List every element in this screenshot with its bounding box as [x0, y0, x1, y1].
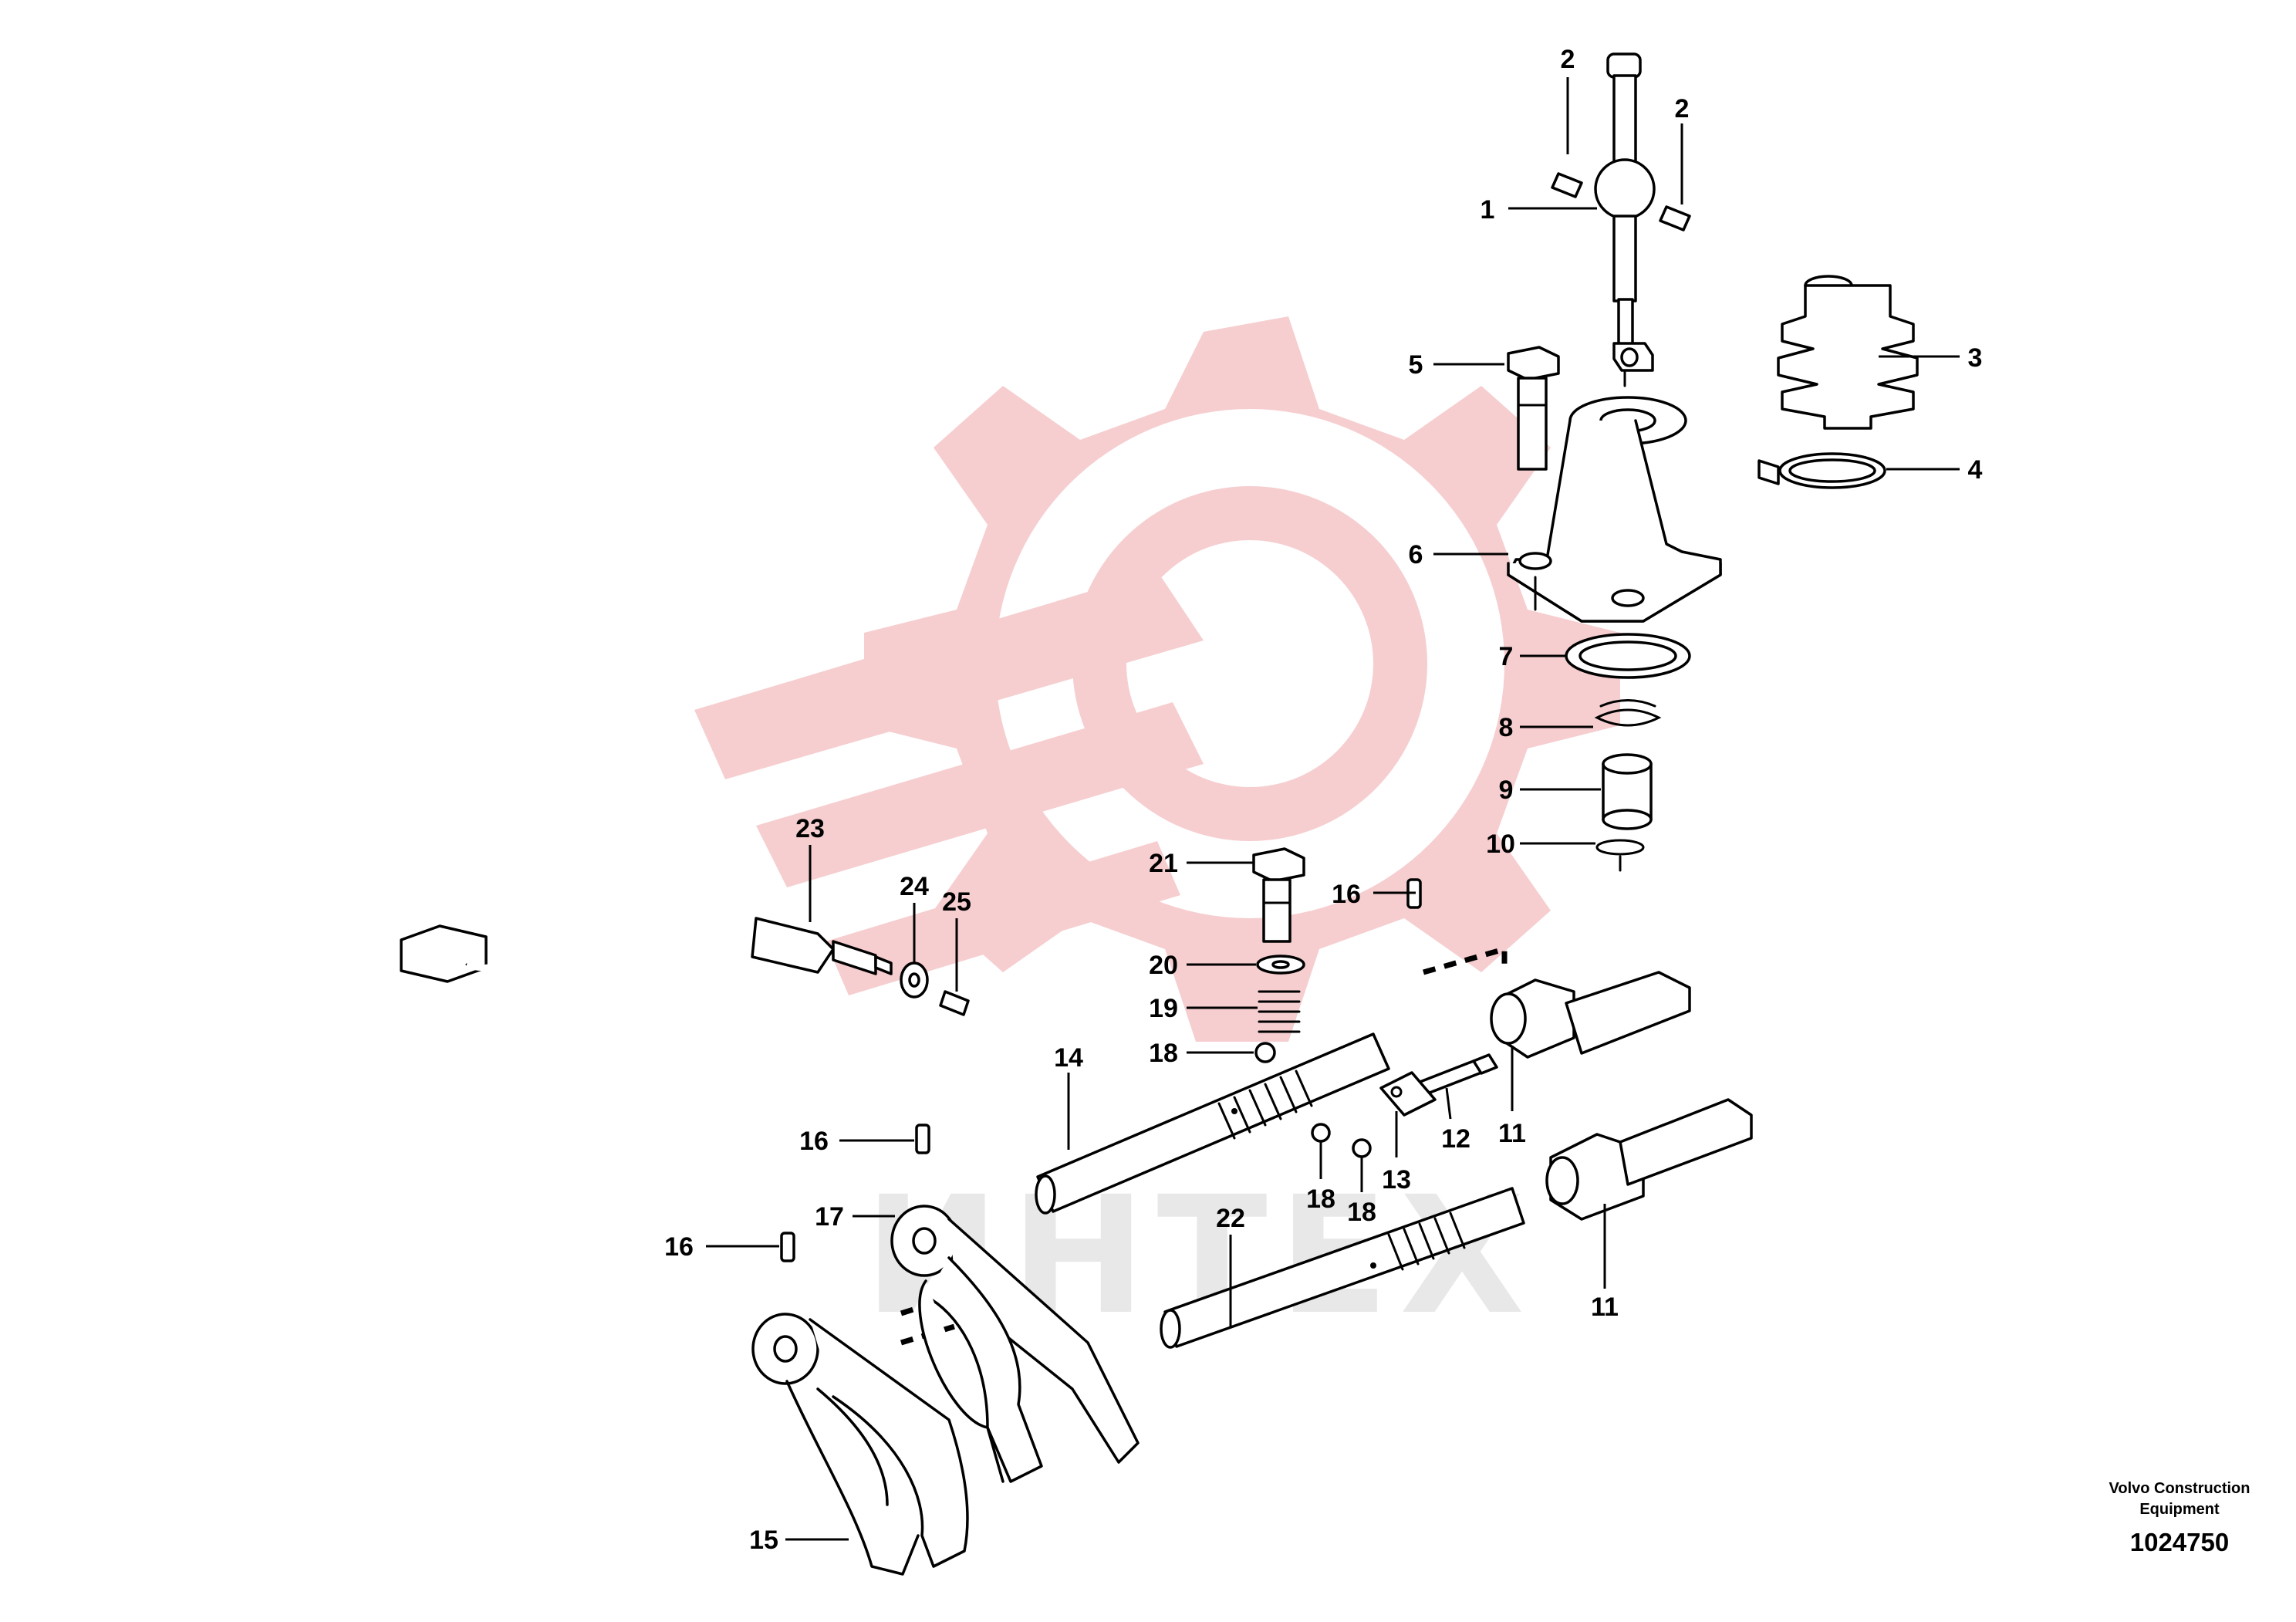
shift-fork-front — [751, 1313, 969, 1576]
callout-5: 5 — [1409, 350, 1423, 380]
hose-clamp — [1757, 452, 1886, 489]
gear-lever — [1594, 52, 1656, 387]
callout-23: 23 — [795, 814, 825, 843]
leader-line — [1445, 1087, 1452, 1120]
callout-2: 2 — [1675, 94, 1690, 123]
circlip — [1595, 839, 1645, 872]
callout-24: 24 — [900, 872, 929, 901]
pin — [939, 990, 970, 1016]
o-ring — [1565, 633, 1691, 679]
rubber-boot — [1777, 275, 1919, 430]
callout-7: 7 — [1499, 642, 1514, 671]
spring — [1258, 990, 1301, 1033]
ball — [1352, 1138, 1372, 1158]
callout-19: 19 — [1149, 994, 1178, 1023]
shift-dog — [1490, 971, 1691, 1059]
callout-10: 10 — [1486, 830, 1515, 859]
pin — [915, 1124, 930, 1154]
ball — [1254, 1042, 1276, 1063]
sealing-washer — [900, 961, 929, 999]
shift-dog — [1545, 1098, 1753, 1221]
spring — [1594, 699, 1662, 727]
brand-line-1: Volvo Construction — [2109, 1480, 2250, 1497]
pin — [1551, 172, 1691, 231]
callout-18: 18 — [1306, 1184, 1335, 1214]
callout-11: 11 — [1498, 1119, 1526, 1148]
callout-16: 16 — [1332, 880, 1361, 909]
brand-line-2: Equipment — [2139, 1501, 2220, 1518]
callout-2: 2 — [1561, 45, 1575, 74]
callout-1: 1 — [1481, 195, 1495, 225]
washer — [1256, 955, 1305, 975]
callout-22: 22 — [1216, 1204, 1245, 1233]
shift-fork-rear — [890, 1205, 1140, 1483]
bolt — [1507, 346, 1560, 471]
lever-housing — [1507, 396, 1722, 623]
callout-3: 3 — [1968, 343, 1983, 373]
shift-rod-upper — [1035, 1032, 1390, 1215]
sleeve — [1602, 753, 1653, 830]
callout-13: 13 — [1382, 1165, 1411, 1195]
drawing-number: 1024750 — [2130, 1528, 2229, 1556]
callout-6: 6 — [1409, 540, 1423, 569]
sensor-with-cable — [400, 884, 893, 983]
callout-8: 8 — [1499, 713, 1514, 742]
bolt — [1252, 847, 1305, 943]
watermark-logo — [694, 316, 1620, 1042]
callout-18: 18 — [1347, 1198, 1376, 1227]
callout-16: 16 — [799, 1127, 829, 1156]
ball — [1311, 1123, 1331, 1143]
callout-21: 21 — [1149, 849, 1178, 878]
pin — [780, 1232, 795, 1262]
assembly-line — [1423, 945, 1508, 975]
callout-15: 15 — [749, 1526, 778, 1555]
callout-16: 16 — [664, 1232, 694, 1262]
callout-14: 14 — [1054, 1043, 1083, 1073]
callout-17: 17 — [815, 1202, 844, 1232]
callout-18: 18 — [1149, 1039, 1178, 1068]
lock-plate — [1379, 1071, 1437, 1117]
callout-20: 20 — [1149, 951, 1178, 980]
callout-12: 12 — [1441, 1124, 1470, 1154]
callout-11: 11 — [1591, 1293, 1619, 1322]
callout-4: 4 — [1968, 455, 1983, 485]
callout-25: 25 — [942, 887, 971, 917]
shift-rod-lower — [1160, 1187, 1525, 1349]
callout-9: 9 — [1499, 776, 1514, 805]
